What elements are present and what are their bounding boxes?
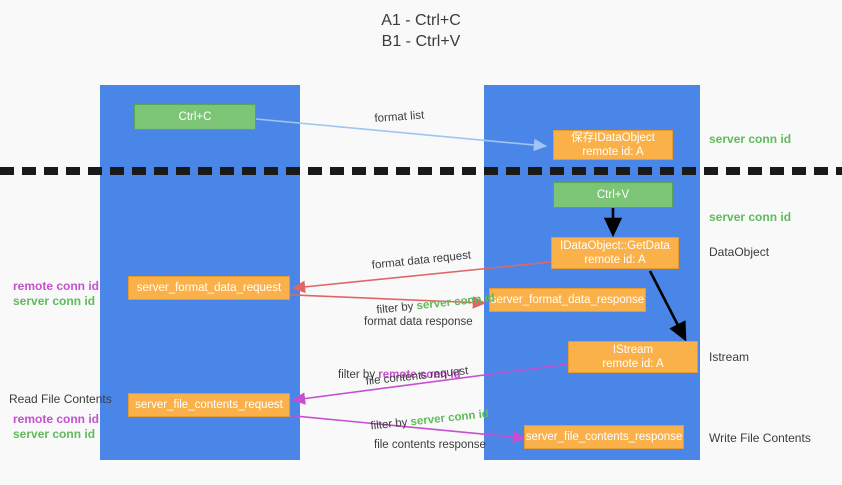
annotation-remote-conn-id-2: remote conn id	[13, 412, 100, 426]
label-format-data-request-text: format data request	[371, 249, 472, 272]
phase-divider	[0, 167, 842, 175]
box-server-format-data-response-line1: server_format_data_response	[490, 294, 645, 306]
box-idataobject-getdata[interactable]: IDataObject::GetData remote id: A	[551, 237, 679, 269]
filter-prefix: filter by	[338, 369, 379, 381]
box-idataobject-getdata-line1: IDataObject::GetData	[560, 240, 670, 252]
box-server-format-data-request-line1: server_format_data_request	[136, 282, 282, 294]
label-file-contents-response-text: file contents response	[374, 439, 486, 451]
label-format-data-response: format data response filter by remote co…	[338, 285, 473, 413]
box-save-idataobject-line2: remote id: A	[582, 146, 644, 158]
label-format-data-response-filter: filter by remote conn id	[338, 368, 473, 383]
annotation-dataobject: DataObject	[709, 245, 770, 259]
box-save-idataobject-line1: 保存IDataObject	[571, 132, 655, 144]
box-server-file-contents-request-line1: server_file_contents_request	[135, 399, 283, 411]
filter-value-remote-conn-id: remote conn id	[378, 369, 461, 381]
label-format-data-response-text: format data response	[364, 316, 473, 328]
label-file-contents-response: file contents response filter by remote …	[374, 408, 486, 485]
box-server-file-contents-response[interactable]: server_file_contents_response	[524, 425, 684, 449]
annotation-server-conn-id-top: server conn id	[709, 132, 792, 146]
annotation-istream: Istream	[709, 350, 750, 364]
box-ctrl-v[interactable]: Ctrl+V	[553, 182, 673, 208]
label-file-contents-request-text: file contents request	[365, 365, 469, 388]
box-server-file-contents-request[interactable]: server_file_contents_request	[128, 393, 290, 417]
box-server-file-contents-response-line1: server_file_contents_response	[525, 431, 683, 443]
annotation-server-conn-id-2: server conn id	[13, 427, 96, 441]
box-ctrl-c[interactable]: Ctrl+C	[134, 104, 256, 130]
box-istream-line2: remote id: A	[602, 358, 664, 370]
box-server-format-data-request[interactable]: server_format_data_request	[128, 276, 290, 300]
annotation-server-conn-id-1: server conn id	[13, 294, 96, 308]
page-title: A1 - Ctrl+C B1 - Ctrl+V	[381, 12, 461, 50]
box-istream[interactable]: IStream remote id: A	[568, 341, 698, 373]
box-ctrl-c-line1: Ctrl+C	[178, 111, 212, 123]
label-format-list: format list	[374, 109, 425, 125]
box-save-idataobject[interactable]: 保存IDataObject remote id: A	[553, 130, 673, 160]
box-idataobject-getdata-line2: remote id: A	[584, 254, 646, 266]
annotation-server-conn-id-mid: server conn id	[709, 210, 792, 224]
annotation-remote-conn-id-1: remote conn id	[13, 279, 100, 293]
annotation-read-file-contents: Read File Contents	[9, 392, 112, 406]
box-server-format-data-response[interactable]: server_format_data_response	[489, 288, 646, 312]
box-istream-line1: IStream	[612, 344, 654, 356]
box-ctrl-v-line1: Ctrl+V	[596, 189, 630, 201]
annotation-write-file-contents: Write File Contents	[709, 431, 811, 445]
